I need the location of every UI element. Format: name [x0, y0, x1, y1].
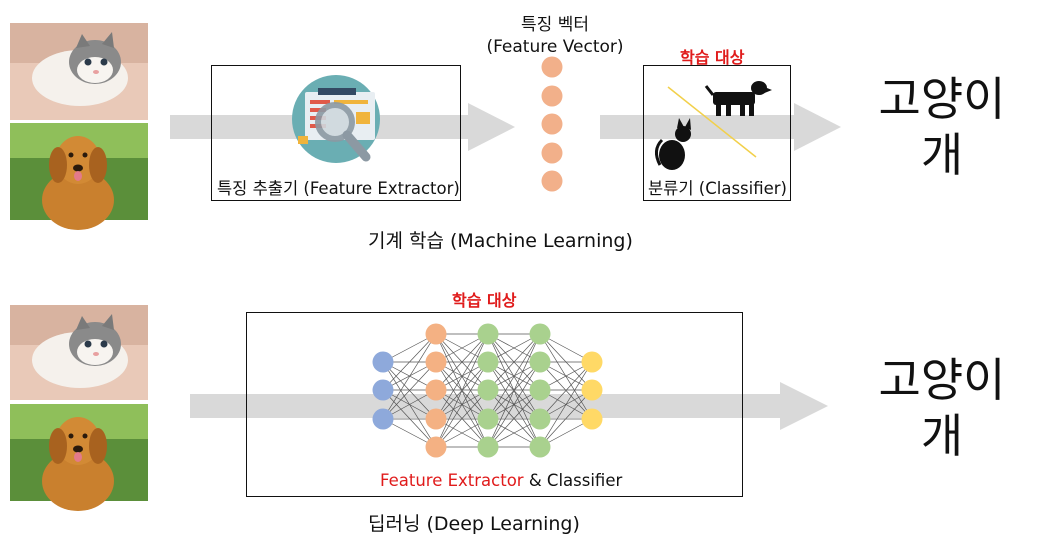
cat-photo-top: [10, 23, 148, 120]
nn-edge: [487, 333, 541, 420]
feature-vector-nodes: [541, 56, 563, 192]
feature-extractor-red-text: Feature Extractor: [380, 471, 524, 490]
nn-edge: [487, 333, 541, 391]
classifier-label: 분류기 (Classifier): [648, 179, 787, 198]
nn-edge: [382, 361, 437, 420]
hidden3-node: [529, 379, 551, 401]
hidden2-node: [477, 436, 499, 458]
hidden1-node: [425, 323, 447, 345]
hidden1-node: [425, 436, 447, 458]
deep-learning-box-label: Feature Extractor & Classifier: [380, 471, 622, 490]
cat-silhouette-icon: [655, 118, 691, 170]
learning-target-label-top: 학습 대상: [680, 48, 745, 67]
output-label-top: 고양이 개: [872, 71, 1012, 183]
output-dog-bottom: 개: [920, 409, 964, 463]
nn-edge: [435, 361, 489, 448]
nn-edge: [539, 333, 593, 420]
nn-edge: [435, 389, 489, 448]
hidden2-node: [477, 408, 499, 430]
nn-edge: [539, 361, 593, 448]
output-node: [581, 379, 603, 401]
hidden1-node: [425, 379, 447, 401]
hidden3-node: [529, 408, 551, 430]
classifier-text: & Classifier: [523, 471, 623, 490]
feature-extractor-box: [211, 65, 461, 201]
nn-edge: [435, 333, 489, 391]
output-cat-bottom: 고양이: [878, 353, 1006, 407]
output-cat-top: 고양이: [878, 72, 1006, 126]
hidden3-node: [529, 323, 551, 345]
feature-vector-label: 특징 벡터 (Feature Vector): [480, 14, 630, 58]
dog-photo-top: [10, 123, 148, 230]
nn-edge: [435, 333, 489, 420]
learning-target-label-bottom: 학습 대상: [452, 291, 517, 310]
output-dog-top: 개: [920, 128, 964, 182]
feature-vector-label-english: (Feature Vector): [486, 37, 624, 57]
output-label-bottom: 고양이 개: [872, 352, 1012, 464]
nn-edge: [539, 361, 593, 420]
nn-edge: [382, 333, 437, 420]
input-node: [372, 408, 394, 430]
nn-edge: [539, 389, 593, 448]
machine-learning-title: 기계 학습 (Machine Learning): [368, 230, 633, 252]
cat-photo-bottom: [10, 305, 148, 400]
hidden2-node: [477, 351, 499, 373]
deep-learning-box: [246, 312, 743, 497]
feature-extractor-label: 특징 추출기 (Feature Extractor): [217, 179, 460, 198]
classifier-box: [643, 65, 791, 201]
dog-photo-bottom: [10, 404, 148, 511]
hidden2-node: [477, 379, 499, 401]
input-node: [372, 379, 394, 401]
nn-edge: [382, 333, 437, 391]
hidden3-node: [529, 351, 551, 373]
dog-silhouette-icon: [704, 81, 772, 116]
deep-learning-title: 딥러닝 (Deep Learning): [368, 513, 580, 535]
nn-edge: [435, 333, 489, 448]
hidden2-node: [477, 323, 499, 345]
nn-edge: [487, 361, 541, 448]
hidden3-node: [529, 436, 551, 458]
magnifier-document-icon: [292, 75, 380, 163]
hidden1-node: [425, 408, 447, 430]
neural-network-nodes: [372, 323, 603, 458]
nn-edge: [382, 389, 437, 448]
nn-edge: [487, 333, 541, 448]
hidden1-node: [425, 351, 447, 373]
decision-boundary-line: [667, 86, 757, 158]
arrow-top-output: [600, 103, 841, 151]
output-node: [581, 351, 603, 373]
feature-vector-label-korean: 특징 벡터: [521, 15, 589, 35]
nn-edge: [487, 389, 541, 448]
input-node: [372, 351, 394, 373]
output-node: [581, 408, 603, 430]
